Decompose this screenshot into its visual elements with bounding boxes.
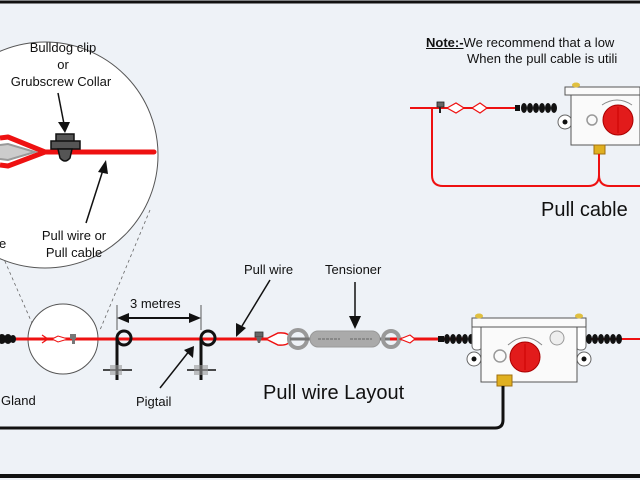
left-gland-bellows-icon [0, 334, 16, 344]
note-text-line1: We recommend that a low [463, 35, 615, 50]
bellows-upper-icon [515, 103, 557, 113]
pull-cable-loop-right [598, 154, 640, 187]
bulldog-clip-icon [50, 133, 81, 162]
cable-gland-upper [593, 144, 606, 155]
thimble-icon [264, 332, 291, 346]
thimble-insert [0, 142, 39, 162]
pigtail-1-icon [103, 329, 133, 380]
zoom-callout [0, 41, 159, 331]
pigtail-label: Pigtail [136, 394, 172, 409]
electrical-cable [0, 386, 505, 430]
clip-label-line1: Bulldog clip [29, 40, 97, 55]
thimble-icon [398, 334, 416, 344]
callout-leader [0, 249, 36, 331]
pull-wire-arrow [241, 279, 271, 327]
tensioner-icon [287, 328, 401, 350]
pigtail-arrow [159, 349, 191, 389]
wire-label-line2: Pull cable [45, 245, 103, 260]
pull-wire-layout-title: Pull wire Layout [263, 382, 405, 404]
pull-wire-arrow-head [236, 323, 246, 337]
callout-leader [99, 209, 151, 331]
note-line1: Note:-We recommend that a low [426, 35, 614, 50]
note-key: Note:- [426, 35, 464, 50]
clip-arrow-head [58, 122, 70, 133]
distance-label: 3 metres [130, 296, 181, 311]
pull-wire-switch-unit [466, 313, 592, 387]
pull-cable-title: Pull cable [541, 199, 628, 221]
pull-wire-or-cable-label: Pull wire or Pull cable [34, 228, 114, 260]
tensioner-arrow-head [349, 316, 361, 329]
truncated-label: e [0, 236, 7, 251]
bellows-right-icon [586, 334, 622, 344]
pull-cable-switch-unit [557, 82, 640, 155]
thimble-icon-upper [445, 102, 466, 114]
clip-label-line3: Grubscrew Collar [10, 74, 112, 89]
wire-arrow [85, 169, 104, 224]
pull-cable-loop-left [431, 108, 600, 187]
magnified-circle [0, 41, 159, 269]
cable-gland [496, 374, 513, 387]
clip-arrow [57, 92, 65, 125]
tensioner-label: Tensioner [325, 262, 382, 277]
wire-arrow-head [98, 160, 108, 174]
pigtail-2-icon [187, 329, 217, 380]
distance-dimension [116, 305, 202, 330]
thimble-icon-upper [470, 102, 489, 114]
bulldog-clip-label: Bulldog clip or Grubscrew Collar [11, 40, 112, 89]
pull-wire-label: Pull wire [244, 262, 294, 277]
note-line2: When the pull cable is utili [467, 51, 618, 66]
clip-icon-upper [436, 101, 445, 113]
bellows-left-icon [438, 334, 474, 344]
wire-label-line1: Pull wire or [41, 228, 107, 243]
gland-label: Gland [1, 393, 36, 408]
pigtail-arrow-head [184, 346, 194, 358]
clip-label-line2: or [57, 57, 69, 72]
small-clip-detail [41, 334, 76, 344]
clip-icon [254, 331, 264, 343]
